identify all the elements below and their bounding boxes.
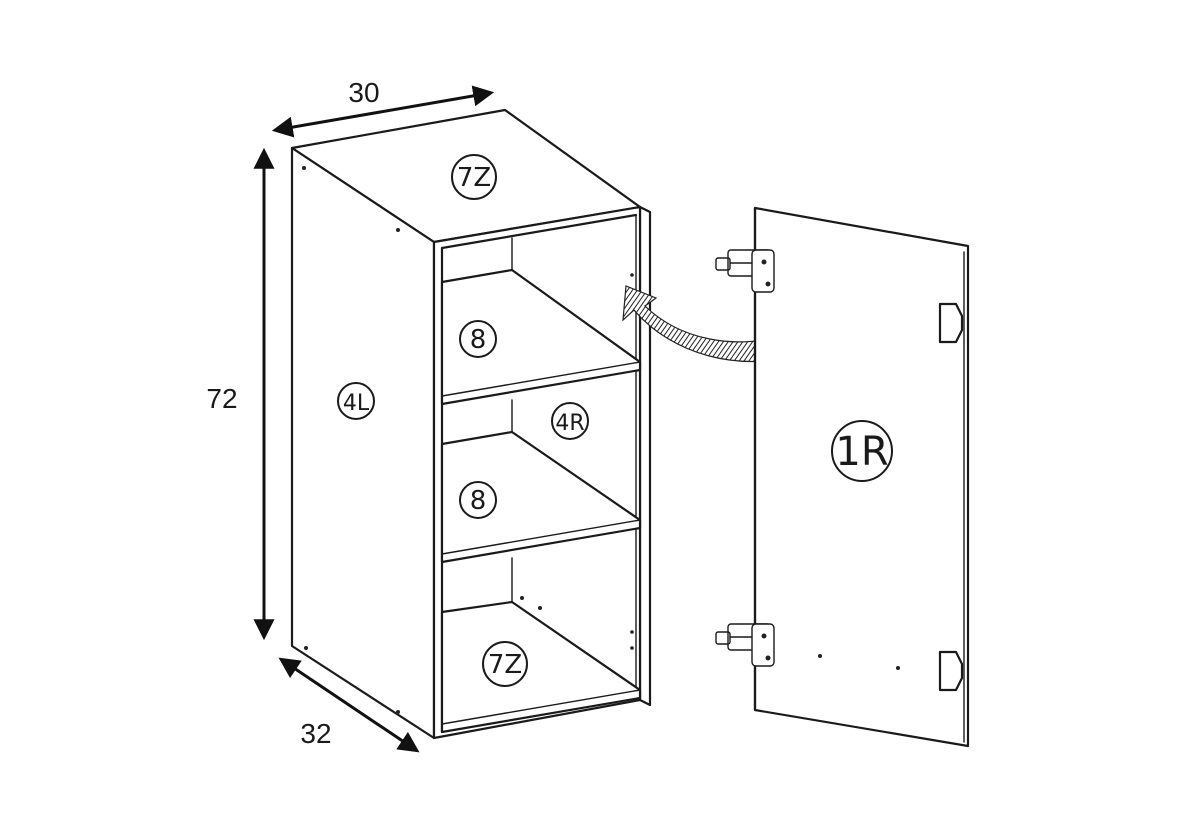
right-side-edge [638,205,652,707]
left-side-panel [290,146,436,740]
dimension-width: 30 [271,77,495,138]
svg-text:8: 8 [470,486,487,516]
label-bottom-panel: 7Z [482,641,528,687]
hinge-top-icon [715,249,775,293]
label-shelf-upper: 8 [459,320,497,358]
dimension-depth-label: 32 [300,718,331,749]
door-panel [753,206,970,748]
door-handle-bottom-icon [938,650,964,692]
svg-text:1R: 1R [835,429,888,475]
svg-text:8: 8 [470,325,487,355]
hinge-bottom-icon [715,623,775,667]
label-top-panel: 7Z [451,154,497,200]
label-right-side: 4R [551,402,589,440]
dimension-width-label: 30 [348,77,379,108]
svg-text:7Z: 7Z [488,650,522,680]
svg-text:4L: 4L [343,391,370,416]
label-door: 1R [831,420,893,482]
label-shelf-lower: 8 [459,481,497,519]
door-front [753,206,970,748]
svg-text:4R: 4R [555,411,584,436]
cabinet-body [290,108,652,740]
label-left-side: 4L [337,382,375,420]
svg-text:7Z: 7Z [457,163,491,193]
dimension-height: 72 [206,147,275,641]
dimension-height-label: 72 [206,383,237,414]
door-handle-top-icon [938,302,964,344]
dimension-depth: 32 [278,657,420,753]
